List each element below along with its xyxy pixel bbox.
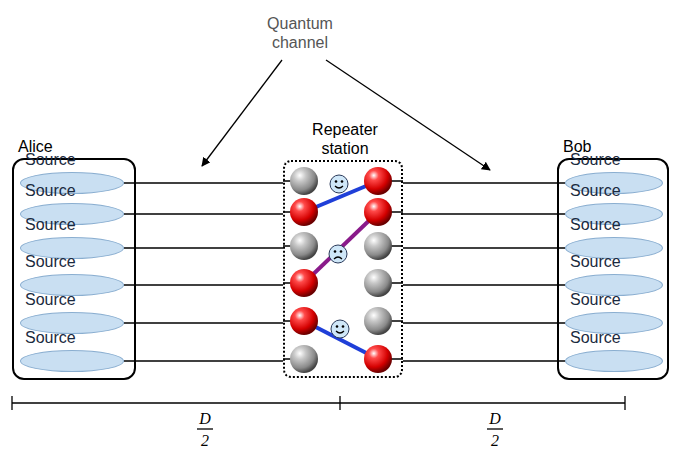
node-heading: Bob [563,137,591,156]
party-box: SourceSourceSourceSourceSourceSourceBob [557,158,669,380]
memory-spheres [290,167,392,373]
quantum-channel-line [124,213,283,215]
source-label: Source [25,215,76,234]
quantum-channel-line [124,182,283,184]
source-label: Source [25,252,76,271]
channel-label: Quantum channel [250,14,350,52]
node-heading: Alice [18,137,53,156]
dimension-numerator: D [480,409,510,428]
channel-stubs [283,181,403,359]
quantum-channel-line [124,247,283,249]
quantum-channel-line [124,360,283,362]
happy-face [331,320,349,338]
pointer-arrow [202,60,282,166]
dimension-denominator: 2 [190,431,220,450]
quantum-channel-line [403,213,565,215]
source-label: Source [25,181,76,200]
quantum-channel-line [124,322,283,324]
dimension-line [12,396,625,429]
source-label: Source [570,252,621,271]
source-label: Source [570,290,621,309]
source-label: Source [570,181,621,200]
dimension-denominator: 2 [480,431,510,450]
party-box: SourceSourceSourceSourceSourceSourceAlic… [12,158,136,380]
repeater-box: Repeater station [283,160,403,378]
quantum-channel-line [403,284,565,286]
source-ellipse: Source [565,350,663,372]
quantum-channel-line [403,322,565,324]
quantum-channel-line [403,360,565,362]
node-heading: Repeater station [295,120,395,158]
quantum-channel-line [124,284,283,286]
dimension-numerator: D [190,409,220,428]
source-label: Source [570,215,621,234]
source-label: Source [25,328,76,347]
quantum-channel-line [403,247,565,249]
quantum-channel-line [403,182,565,184]
source-label: Source [25,290,76,309]
source-ellipse: Source [20,350,124,372]
happy-face [330,175,348,193]
source-label: Source [570,328,621,347]
sad-face [329,245,347,263]
